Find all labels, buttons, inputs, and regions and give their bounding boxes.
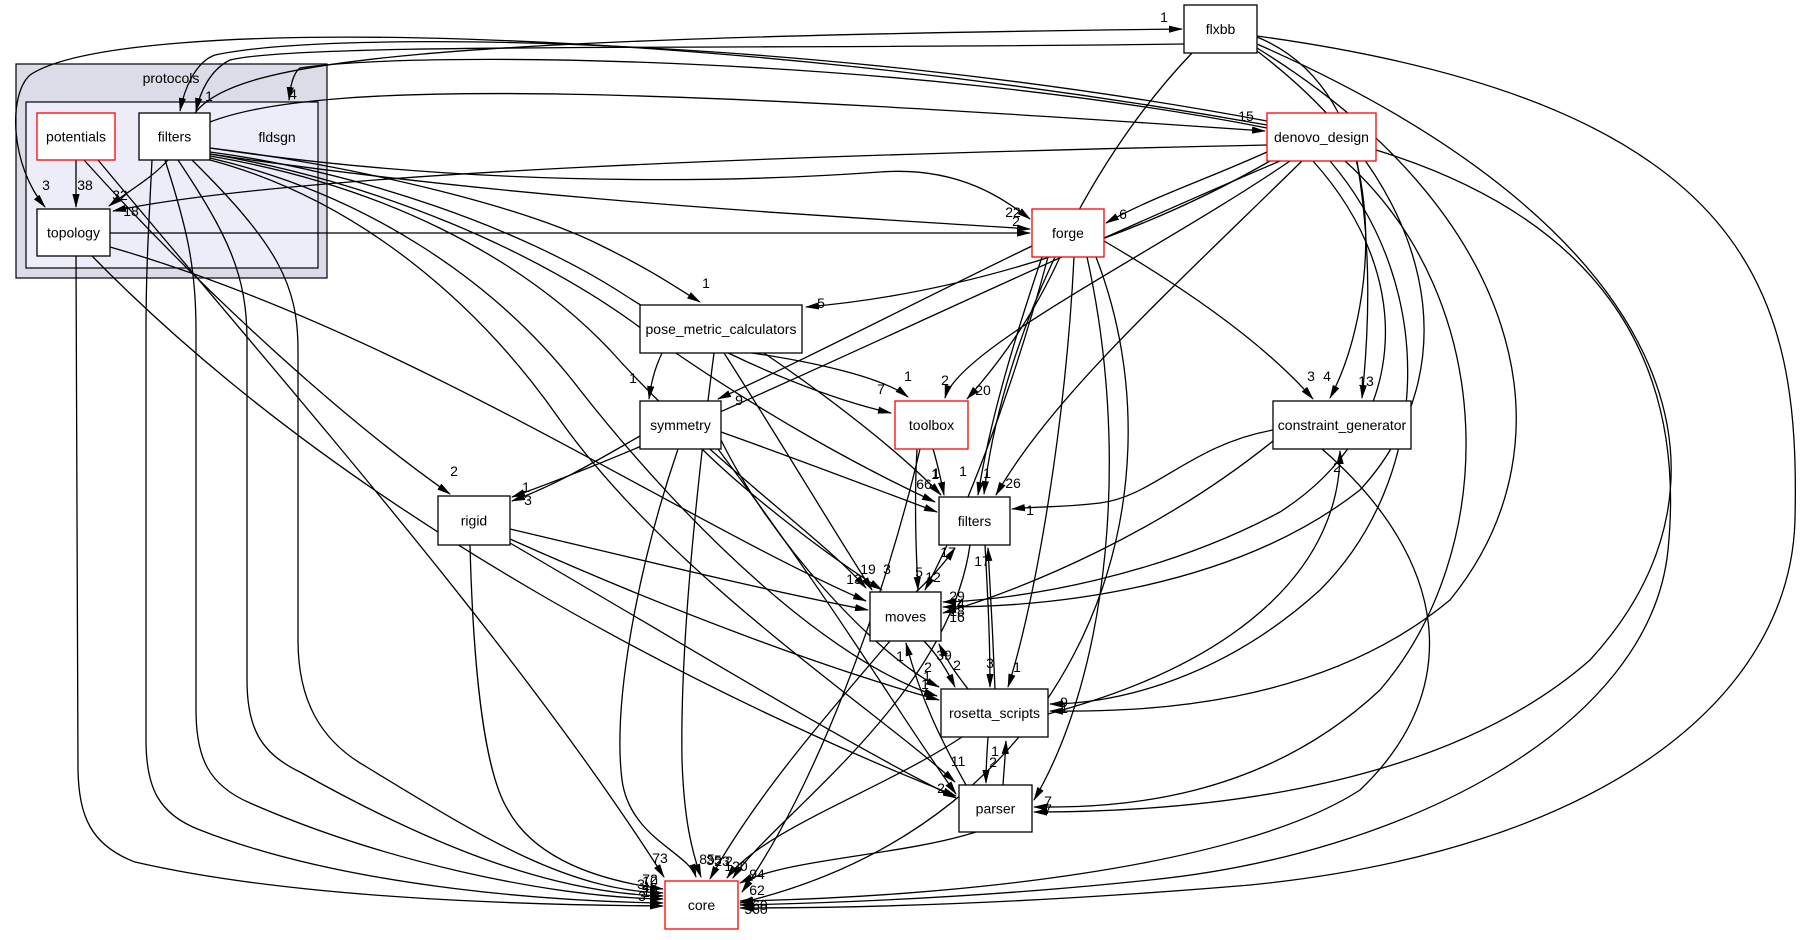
svg-text:2: 2 xyxy=(989,754,997,770)
svg-text:85: 85 xyxy=(699,851,715,867)
svg-text:rosetta_scripts: rosetta_scripts xyxy=(949,705,1040,721)
svg-text:32: 32 xyxy=(112,187,128,203)
svg-text:39: 39 xyxy=(936,647,952,663)
svg-text:protocols: protocols xyxy=(143,70,200,86)
svg-text:1: 1 xyxy=(932,465,940,481)
svg-text:6: 6 xyxy=(1119,206,1127,222)
svg-text:filters: filters xyxy=(958,513,991,529)
svg-text:1: 1 xyxy=(1160,9,1168,25)
svg-text:1: 1 xyxy=(629,370,637,386)
svg-text:topology: topology xyxy=(47,225,100,241)
svg-text:20: 20 xyxy=(975,382,991,398)
svg-text:1: 1 xyxy=(931,466,939,482)
svg-text:18: 18 xyxy=(949,603,965,619)
svg-text:9: 9 xyxy=(735,392,743,408)
svg-text:13: 13 xyxy=(1358,373,1374,389)
svg-text:potentials: potentials xyxy=(46,129,106,145)
svg-text:94: 94 xyxy=(749,866,765,882)
svg-text:1: 1 xyxy=(991,743,999,759)
svg-text:toolbox: toolbox xyxy=(909,417,954,433)
svg-text:2: 2 xyxy=(953,657,961,673)
svg-text:66: 66 xyxy=(916,476,932,492)
svg-text:fldsgn: fldsgn xyxy=(258,129,295,145)
svg-text:22: 22 xyxy=(1005,204,1021,220)
svg-text:1: 1 xyxy=(1013,659,1021,675)
svg-text:3: 3 xyxy=(42,177,50,193)
svg-text:72: 72 xyxy=(642,871,658,887)
svg-text:2: 2 xyxy=(725,853,733,869)
svg-text:14: 14 xyxy=(949,595,965,611)
svg-text:3: 3 xyxy=(986,655,994,671)
svg-text:constraint_generator: constraint_generator xyxy=(1278,417,1407,433)
svg-text:filters: filters xyxy=(158,129,191,145)
svg-text:2: 2 xyxy=(937,780,945,796)
svg-text:1: 1 xyxy=(702,275,710,291)
svg-text:1: 1 xyxy=(923,668,931,684)
svg-text:4: 4 xyxy=(289,86,297,102)
svg-text:1: 1 xyxy=(1060,700,1068,716)
svg-text:17: 17 xyxy=(974,553,990,569)
svg-text:10: 10 xyxy=(642,884,658,900)
svg-text:denovo_design: denovo_design xyxy=(1274,129,1369,145)
svg-text:7: 7 xyxy=(1044,801,1052,817)
svg-text:10: 10 xyxy=(642,873,658,889)
svg-text:7: 7 xyxy=(877,381,885,397)
svg-text:4: 4 xyxy=(1323,368,1331,384)
svg-text:16: 16 xyxy=(949,609,965,625)
svg-text:pose_metric_calculators: pose_metric_calculators xyxy=(646,321,797,337)
svg-text:2: 2 xyxy=(1012,213,1020,229)
svg-text:core: core xyxy=(688,897,715,913)
svg-text:flxbb: flxbb xyxy=(1206,21,1236,37)
svg-text:560: 560 xyxy=(744,901,768,917)
svg-text:2: 2 xyxy=(1333,459,1341,475)
svg-text:3: 3 xyxy=(637,876,645,892)
svg-text:9: 9 xyxy=(1060,694,1068,710)
svg-text:120: 120 xyxy=(724,858,748,874)
svg-text:2: 2 xyxy=(450,463,458,479)
svg-text:rigid: rigid xyxy=(461,513,487,529)
svg-text:4: 4 xyxy=(642,879,650,895)
svg-text:3: 3 xyxy=(524,492,532,508)
svg-text:17: 17 xyxy=(940,544,956,560)
svg-text:1: 1 xyxy=(205,88,213,104)
svg-text:5: 5 xyxy=(915,564,923,580)
svg-text:62: 62 xyxy=(749,882,765,898)
svg-text:1: 1 xyxy=(522,479,530,495)
svg-text:7: 7 xyxy=(1044,793,1052,809)
svg-text:19: 19 xyxy=(860,561,876,577)
svg-text:26: 26 xyxy=(1005,475,1021,491)
svg-text:3: 3 xyxy=(1307,368,1315,384)
svg-text:73: 73 xyxy=(652,850,668,866)
svg-text:1: 1 xyxy=(904,368,912,384)
svg-text:parser: parser xyxy=(976,801,1016,817)
svg-text:2: 2 xyxy=(924,659,932,675)
svg-text:1: 1 xyxy=(921,676,929,692)
svg-text:moves: moves xyxy=(885,609,926,625)
svg-text:1: 1 xyxy=(959,463,967,479)
svg-text:5: 5 xyxy=(817,295,825,311)
svg-text:3: 3 xyxy=(638,888,646,904)
svg-text:symmetry: symmetry xyxy=(650,417,711,433)
svg-text:12: 12 xyxy=(925,569,941,585)
svg-text:1: 1 xyxy=(1026,502,1034,518)
svg-text:forge: forge xyxy=(1052,225,1084,241)
svg-text:2: 2 xyxy=(941,372,949,388)
svg-text:1: 1 xyxy=(896,648,904,664)
svg-text:38: 38 xyxy=(77,177,93,193)
